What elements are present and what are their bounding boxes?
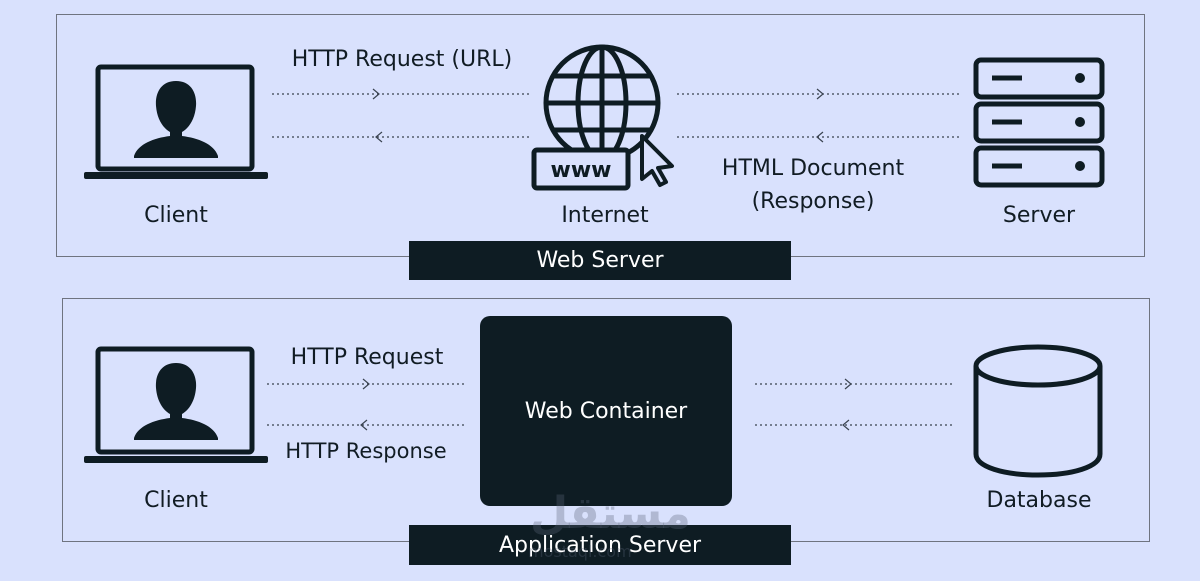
laptop-user-icon — [84, 64, 268, 179]
request-arrow-top-right — [677, 88, 961, 100]
html-document-label: HTML Document — [721, 156, 905, 181]
web-server-banner: Web Server — [409, 241, 791, 280]
web-container-label: Web Container — [524, 398, 688, 424]
request-arrow-bottom-right — [755, 378, 952, 390]
request-arrow-bottom-left — [267, 378, 464, 390]
laptop-user-icon — [84, 346, 268, 463]
internet-label: Internet — [561, 203, 649, 228]
server-label: Server — [1002, 203, 1076, 228]
application-server-banner: Application Server — [409, 525, 791, 565]
www-text: www — [551, 158, 612, 183]
web-container-box: Web Container — [480, 316, 732, 506]
client-label-top: Client — [144, 203, 208, 228]
database-label: Database — [986, 488, 1092, 513]
database-cylinder-icon — [973, 344, 1103, 478]
response-arrow-top-right — [677, 131, 961, 143]
http-request-url-label: HTTP Request (URL) — [291, 47, 513, 72]
globe-www-icon: www — [531, 44, 674, 191]
request-arrow-top-left — [272, 88, 532, 100]
server-rack-icon — [973, 57, 1105, 188]
client-label-bottom: Client — [144, 488, 208, 513]
http-response-label: HTTP Response — [285, 439, 447, 463]
http-request-label: HTTP Request — [290, 345, 444, 370]
response-arrow-top-left — [272, 131, 532, 143]
response-arrow-bottom-right — [755, 419, 952, 431]
response-label: (Response) — [751, 189, 875, 214]
response-arrow-bottom-left — [267, 419, 464, 431]
